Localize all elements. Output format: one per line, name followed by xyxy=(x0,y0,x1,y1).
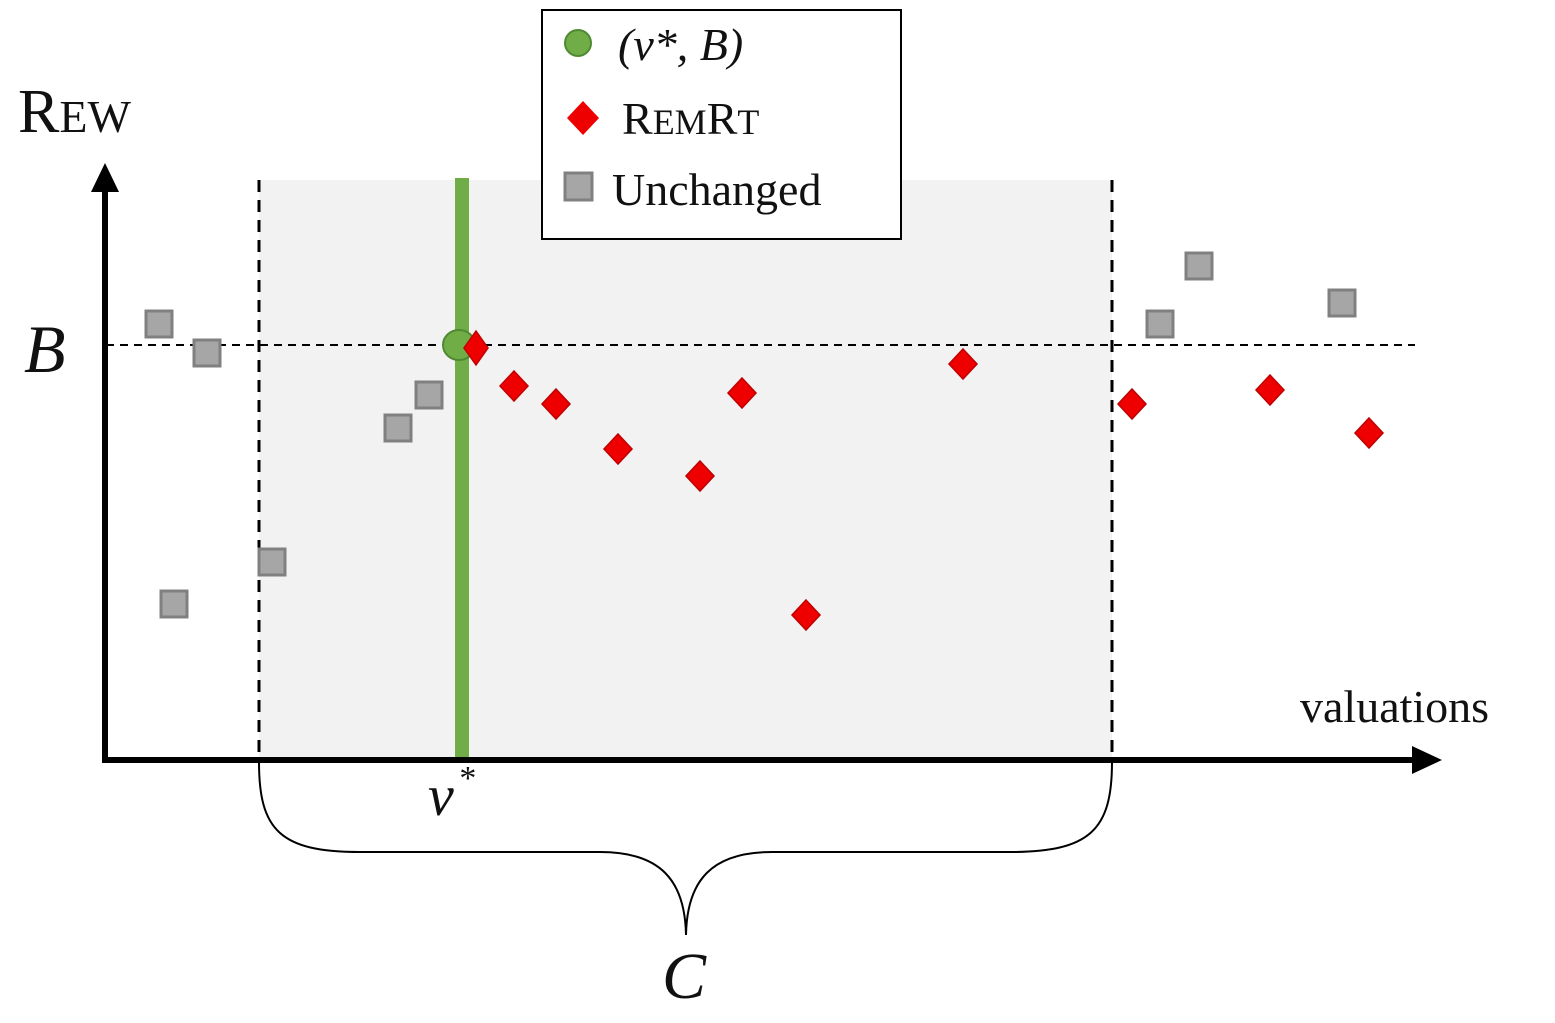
unchanged-point xyxy=(144,309,174,339)
legend-unchanged-icon xyxy=(563,171,594,202)
legend-point-label: (v*, B) xyxy=(618,19,743,70)
remrt-point xyxy=(1254,373,1286,407)
remrt-point xyxy=(684,459,716,493)
y-axis-arrowhead xyxy=(91,163,119,192)
remrt-points xyxy=(498,347,1385,632)
unchanged-points xyxy=(144,251,1357,619)
legend-point-icon xyxy=(564,29,592,57)
legend-remrt-label: REMRT xyxy=(622,93,759,144)
unchanged-point xyxy=(159,589,189,619)
unchanged-point xyxy=(383,413,413,443)
remrt-point xyxy=(1353,416,1385,450)
legend-unchanged-label: Unchanged xyxy=(612,164,821,215)
y-axis-title: REW xyxy=(18,78,131,146)
vstar-line xyxy=(455,178,469,760)
remrt-point xyxy=(602,432,634,466)
unchanged-point xyxy=(1145,309,1175,339)
unchanged-point xyxy=(1327,288,1357,318)
legend-remrt-icon xyxy=(567,101,599,135)
x-axis-title: valuations xyxy=(1300,681,1489,732)
legend-box xyxy=(541,9,902,240)
remrt-point xyxy=(498,369,530,403)
c-label: C xyxy=(662,940,707,1013)
region-c-shading xyxy=(259,180,1112,760)
unchanged-point xyxy=(192,338,222,368)
legend: (v*, B) REMRT Unchanged xyxy=(541,9,902,240)
remrt-point xyxy=(790,598,822,632)
unchanged-point xyxy=(257,547,287,577)
vstar-label: v* xyxy=(428,760,475,828)
region-c-brace xyxy=(258,761,1113,936)
remrt-point xyxy=(1116,387,1148,421)
remrt-point xyxy=(540,387,572,421)
b-label: B xyxy=(24,311,66,387)
x-axis-arrowhead xyxy=(1412,746,1442,774)
remrt-point xyxy=(463,329,489,367)
remrt-point xyxy=(726,376,758,410)
unchanged-point xyxy=(1184,251,1214,281)
remrt-point xyxy=(947,347,979,381)
unchanged-point xyxy=(414,380,444,410)
